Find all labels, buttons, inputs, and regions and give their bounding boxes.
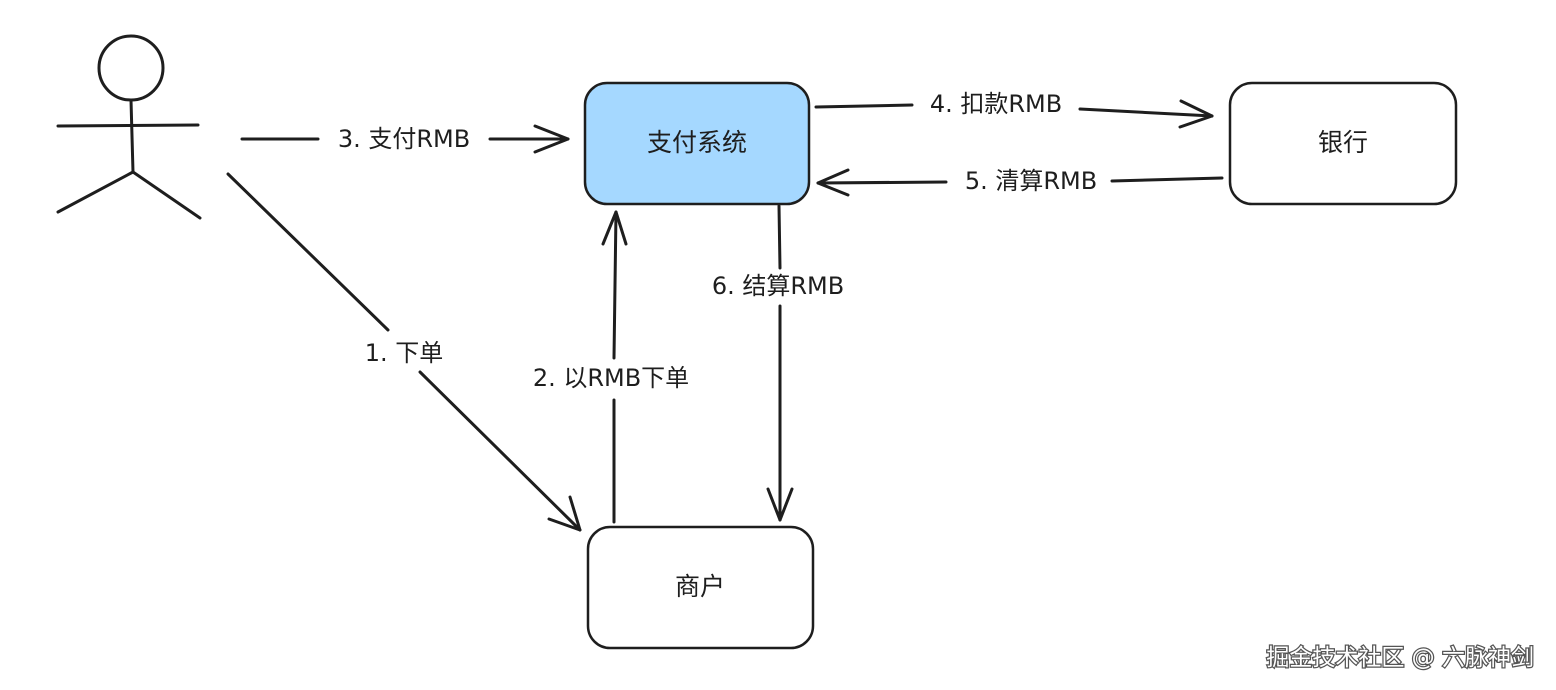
- edge-clear-rmb-arrow[interactable]: [816, 168, 1224, 197]
- merchant-node[interactable]: 商户: [586, 525, 815, 650]
- edge-clear-rmb-label: 5. 清算RMB: [965, 167, 1097, 195]
- user-actor-icon[interactable]: [56, 34, 202, 220]
- edge-deduct-rmb-label: 4. 扣款RMB: [930, 90, 1062, 118]
- edge-pay-rmb-arrow[interactable]: [240, 124, 570, 154]
- edge-order-arrow[interactable]: [226, 172, 582, 532]
- payment-system-label: 支付系统: [647, 128, 747, 157]
- merchant-label: 商户: [675, 572, 725, 601]
- edge-deduct-rmb-arrow[interactable]: [814, 99, 1214, 129]
- edge-pay-rmb-label: 3. 支付RMB: [338, 125, 470, 153]
- watermark-text: 掘金技术社区 @ 六脉神剑: [1266, 645, 1534, 671]
- edge-settle-rmb-label: 6. 结算RMB: [712, 272, 844, 300]
- edge-settle-rmb-arrow[interactable]: [766, 204, 794, 522]
- bank-node[interactable]: 银行: [1228, 81, 1458, 206]
- edge-order-rmb-label: 2. 以RMB下单: [533, 364, 689, 392]
- edge-order-label: 1. 下单: [365, 339, 444, 367]
- edge-order-rmb-arrow[interactable]: [601, 210, 628, 524]
- payment-system-node[interactable]: 支付系统: [583, 81, 811, 206]
- bank-label: 银行: [1318, 128, 1368, 157]
